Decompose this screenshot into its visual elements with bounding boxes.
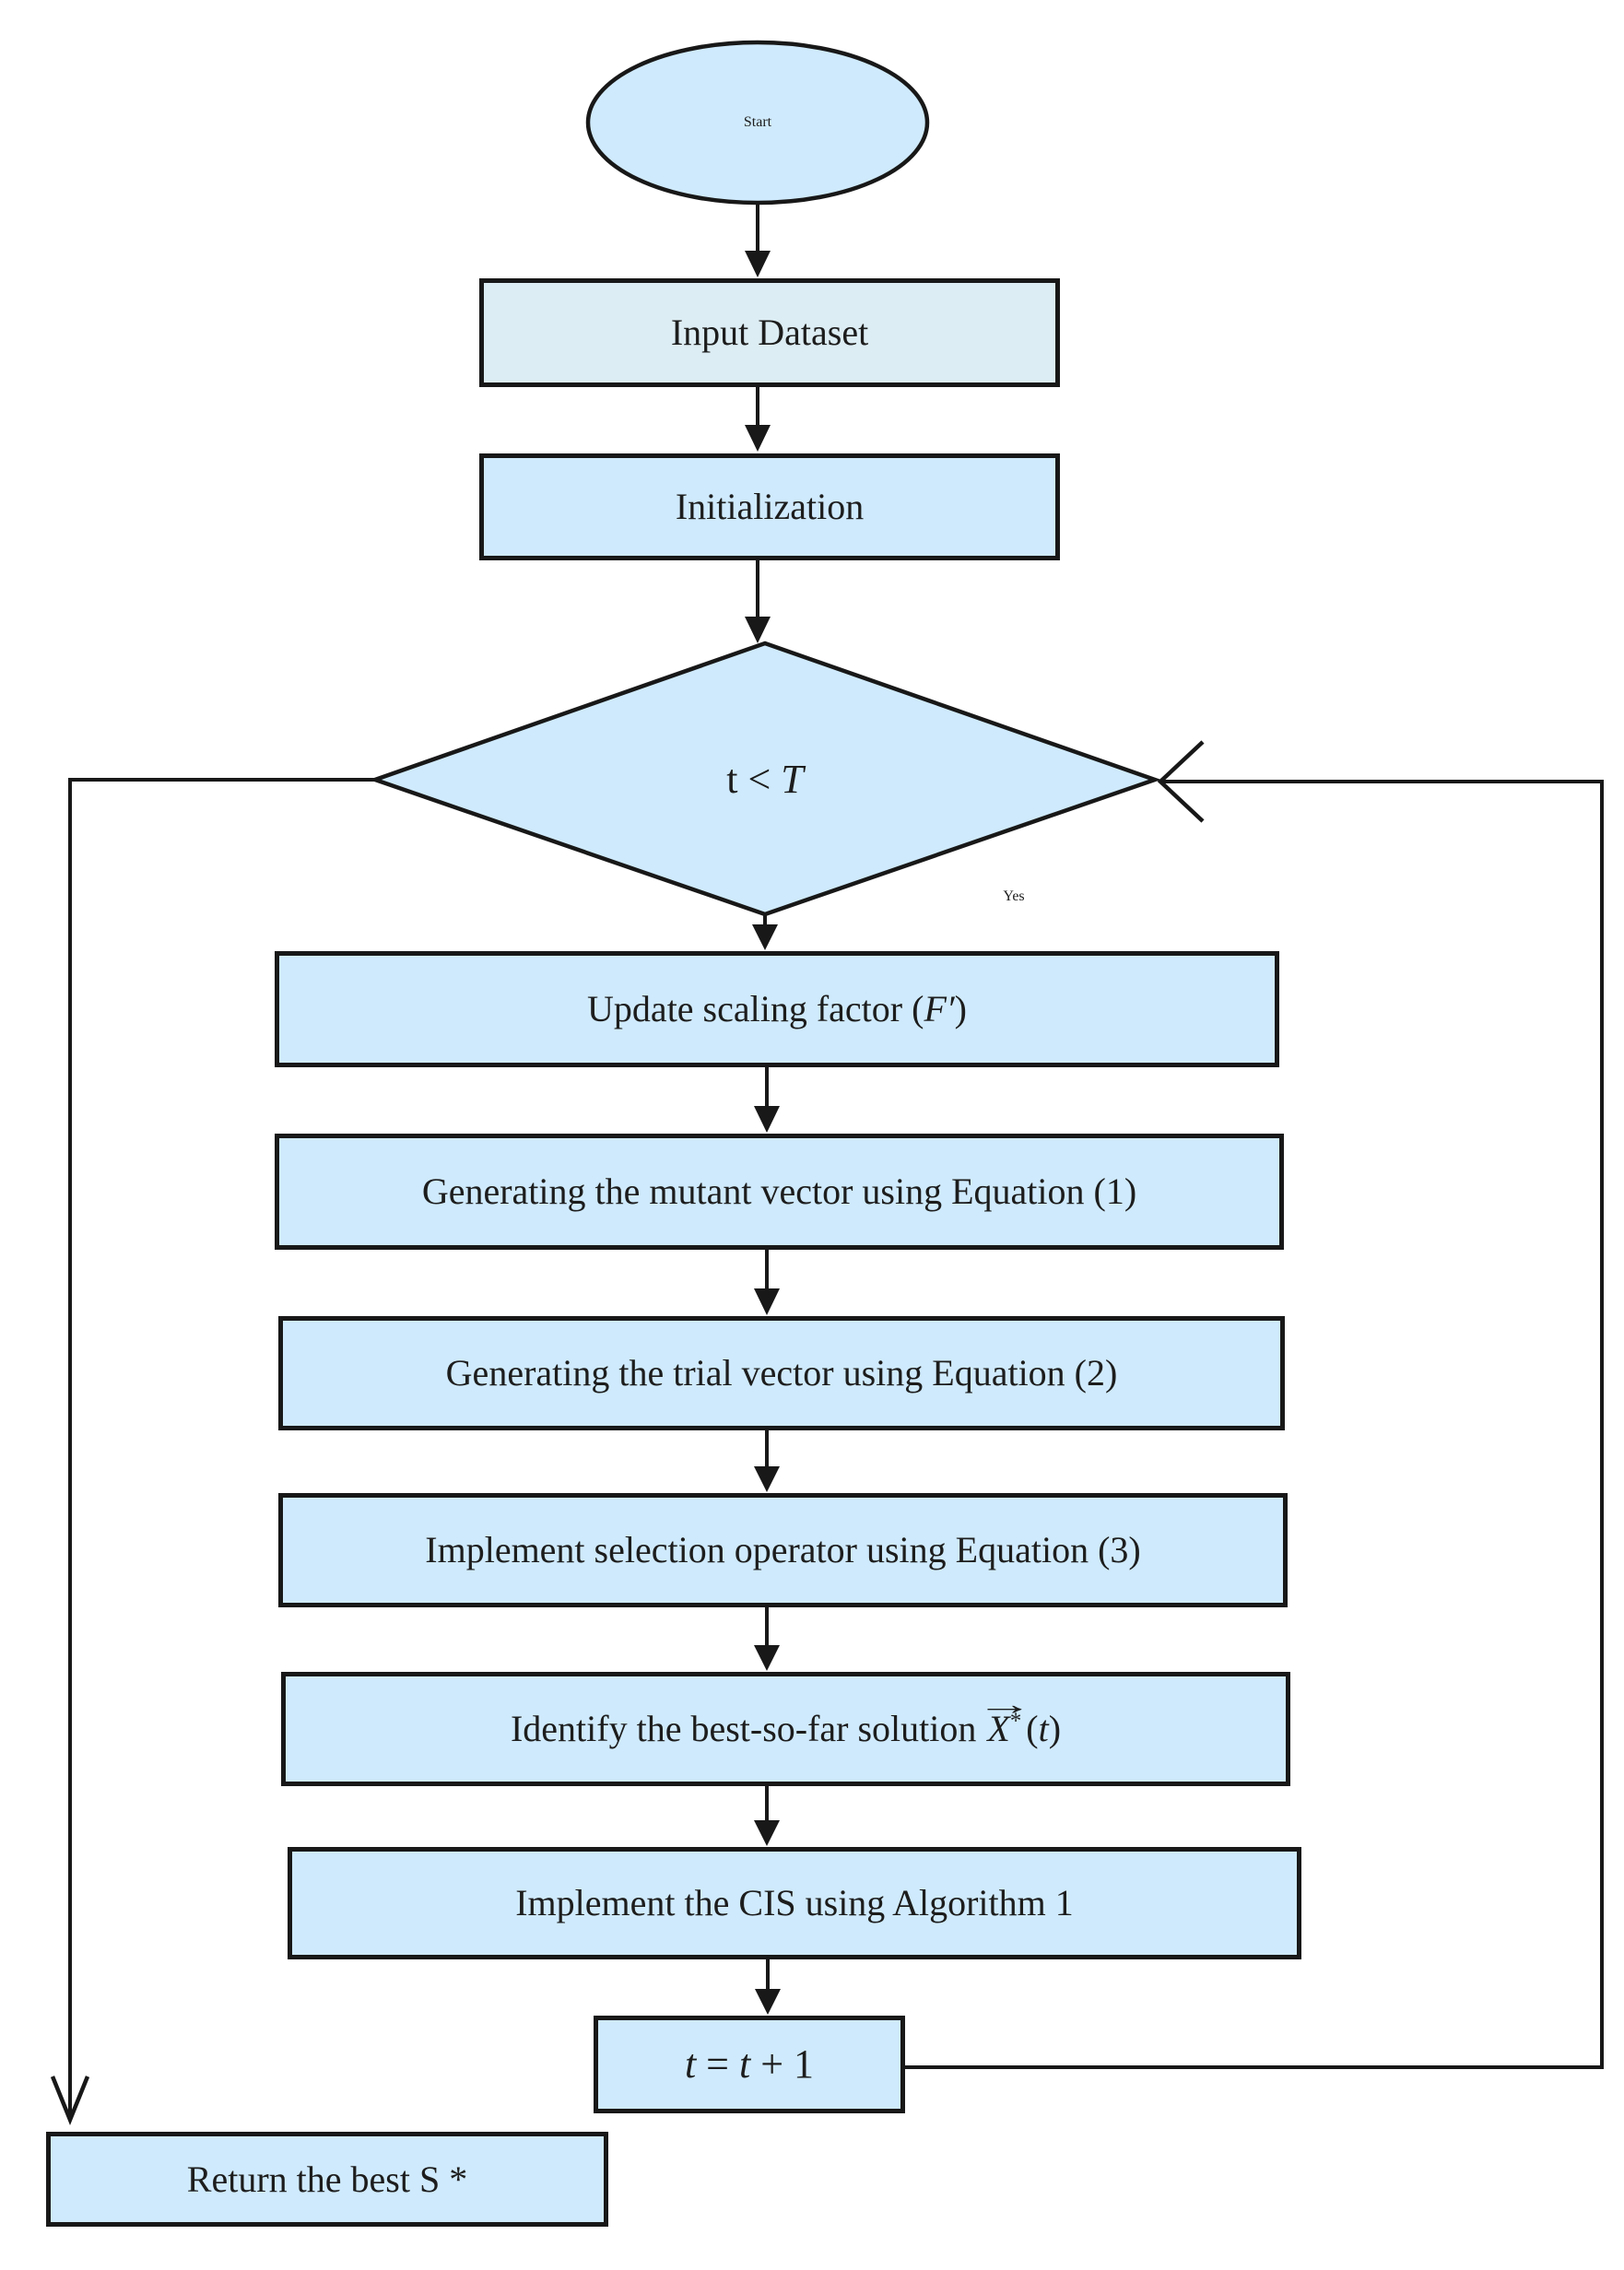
vector-arrow-icon: → xyxy=(975,1688,1033,1722)
arrow-update-to-mutant xyxy=(754,1067,780,1133)
arrow-initialization-to-decision xyxy=(745,560,771,643)
increment-rhs-rest: + 1 xyxy=(750,2041,815,2087)
return-best-label: Return the best S * xyxy=(186,2158,468,2200)
arrow-trial-to-selection xyxy=(754,1430,780,1492)
implement-cis-label: Implement the CIS using Algorithm 1 xyxy=(515,1882,1074,1923)
vector-superscript: * xyxy=(1009,1709,1022,1735)
arrow-decision-to-update xyxy=(752,912,778,950)
update-scaling-factor-label: Update scaling factor (F′) xyxy=(587,988,967,1030)
vector-notation: →X* xyxy=(976,1690,1033,1750)
loop-back-connector xyxy=(905,740,1604,2069)
update-variable: F′ xyxy=(924,988,955,1029)
vector-base: X xyxy=(987,1708,1010,1749)
yes-edge-label: Yes xyxy=(963,871,1065,923)
update-prefix: Update scaling factor ( xyxy=(587,988,924,1029)
increment-label: t = t + 1 xyxy=(685,2041,814,2088)
identify-prefix: Identify the best-so-far solution xyxy=(510,1708,977,1749)
arrow-start-to-input xyxy=(745,203,771,277)
arrow-identify-to-cis xyxy=(754,1786,780,1846)
arrow-down-open-icon xyxy=(50,2076,90,2126)
initialization-label: Initialization xyxy=(675,486,865,527)
selection-operator-label: Implement selection operator using Equat… xyxy=(425,1529,1141,1570)
process-generate-trial-vector: Generating the trial vector using Equati… xyxy=(278,1316,1285,1430)
increment-eq: = xyxy=(696,2041,739,2087)
process-update-scaling-factor: Update scaling factor (F′) xyxy=(275,951,1279,1067)
yes-edge-label-text: Yes xyxy=(1003,888,1025,904)
arrow-input-to-initialization xyxy=(745,387,771,452)
identify-arg: t xyxy=(1038,1708,1049,1749)
process-identify-best-solution: Identify the best-so-far solution→X*(t) xyxy=(281,1672,1290,1786)
decision-label: t < T xyxy=(375,643,1155,914)
update-suffix: ) xyxy=(954,988,967,1029)
process-selection-operator: Implement selection operator using Equat… xyxy=(278,1493,1288,1607)
decision-lhs: t xyxy=(726,756,738,802)
arrow-left-open-icon xyxy=(1157,740,1205,823)
process-return-best: Return the best S * xyxy=(46,2132,608,2227)
process-generate-mutant-vector: Generating the mutant vector using Equat… xyxy=(275,1134,1284,1250)
no-branch-connector xyxy=(50,778,375,2126)
process-input-dataset: Input Dataset xyxy=(479,278,1060,387)
increment-lhs: t xyxy=(684,2041,697,2087)
generate-trial-vector-label: Generating the trial vector using Equati… xyxy=(445,1352,1118,1394)
input-dataset-label: Input Dataset xyxy=(670,312,869,353)
decision-rhs: T xyxy=(781,756,804,802)
identify-close-paren: ) xyxy=(1048,1708,1062,1749)
start-label-text: Start xyxy=(743,114,772,130)
generate-mutant-vector-label: Generating the mutant vector using Equat… xyxy=(421,1170,1137,1212)
arrow-selection-to-identify xyxy=(754,1607,780,1671)
arrow-cis-to-increment xyxy=(755,1959,781,2015)
process-implement-cis: Implement the CIS using Algorithm 1 xyxy=(288,1847,1301,1959)
arrow-mutant-to-trial xyxy=(754,1250,780,1315)
identify-open-paren: ( xyxy=(1026,1708,1039,1749)
process-initialization: Initialization xyxy=(479,453,1060,560)
increment-rhs-var: t xyxy=(739,2041,751,2087)
decision-op: < xyxy=(737,756,782,802)
identify-best-solution-label: Identify the best-so-far solution→X*(t) xyxy=(510,1690,1062,1750)
process-increment: t = t + 1 xyxy=(594,2016,905,2113)
start-label: Start xyxy=(588,42,927,203)
